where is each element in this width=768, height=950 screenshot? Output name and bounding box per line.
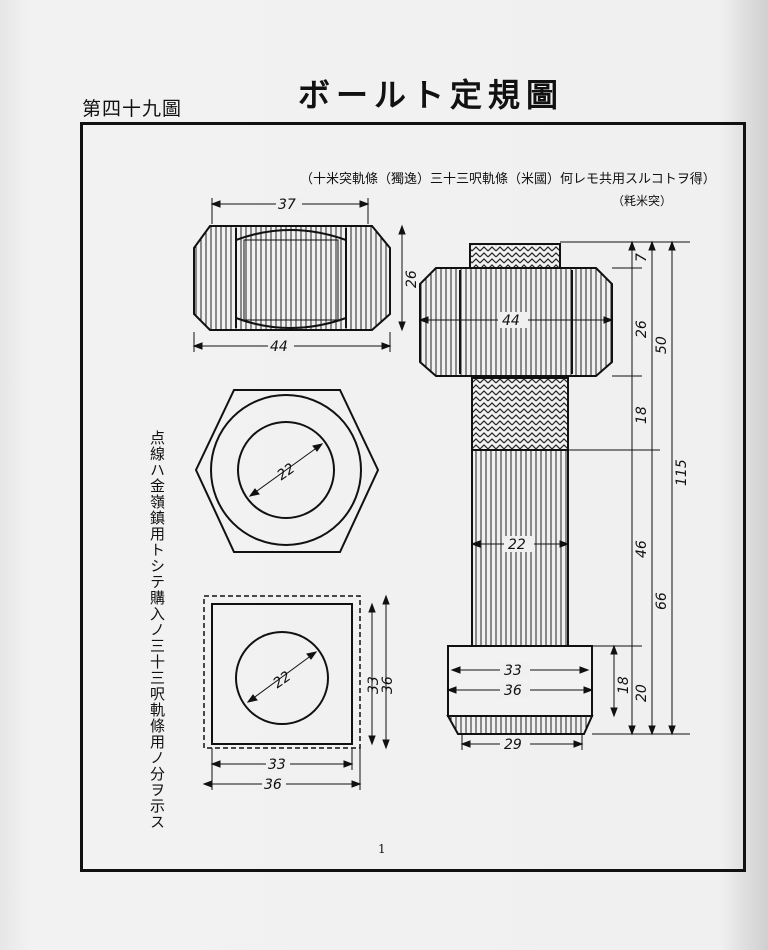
nut-top-width-label: 37 bbox=[278, 197, 296, 213]
washer-outer-height-label: 36 bbox=[380, 676, 396, 694]
total-length-label: 115 bbox=[674, 459, 690, 486]
nut-total-label: 50 bbox=[654, 336, 670, 354]
nut-height-dim-label: 26 bbox=[634, 320, 650, 338]
nut-height-label: 26 bbox=[404, 270, 420, 288]
head-total-label: 20 bbox=[634, 684, 650, 702]
under-nut-length-label: 66 bbox=[654, 592, 670, 610]
nut-top-view bbox=[194, 389, 380, 553]
bolt-nut-width-label: 44 bbox=[502, 313, 520, 329]
washer-inner-height-label: 33 bbox=[366, 676, 382, 694]
shank-diameter-label: 22 bbox=[508, 537, 526, 553]
drawing-title: ボールト定規圖 bbox=[298, 76, 565, 114]
unit-note: （粍米突） bbox=[612, 194, 673, 208]
nut-bottom-width-label: 44 bbox=[270, 339, 288, 355]
thread-top-label: 7 bbox=[634, 253, 650, 262]
figure-number: 第四十九圖 bbox=[82, 98, 183, 120]
page-mark: 1 bbox=[378, 842, 386, 856]
washer-outer-size-label: 36 bbox=[264, 777, 282, 793]
thread-length-label: 18 bbox=[634, 406, 650, 424]
washer-inner-size-label: 33 bbox=[268, 757, 286, 773]
head-outer-width-label: 36 bbox=[504, 683, 522, 699]
head-inner-width-label: 33 bbox=[504, 663, 522, 679]
shank-length-label: 46 bbox=[634, 540, 650, 558]
bolt-assembly bbox=[419, 243, 613, 735]
head-height-label: 18 bbox=[616, 676, 632, 694]
drawing-frame bbox=[80, 122, 746, 872]
side-note: 点線ハ金嶺鎮用トシテ購入ノ三十三呎軌條用ノ分ヲ示ス bbox=[148, 430, 166, 830]
nut-side-view bbox=[193, 225, 391, 331]
washer-view bbox=[202, 594, 390, 790]
washer-hole-label: 22 bbox=[270, 669, 294, 692]
header-note: （十米突軌條（獨逸）三十三呎軌條（米國）何レモ共用スルコトヲ得） bbox=[300, 172, 716, 187]
head-bottom-width-label: 29 bbox=[504, 737, 522, 753]
